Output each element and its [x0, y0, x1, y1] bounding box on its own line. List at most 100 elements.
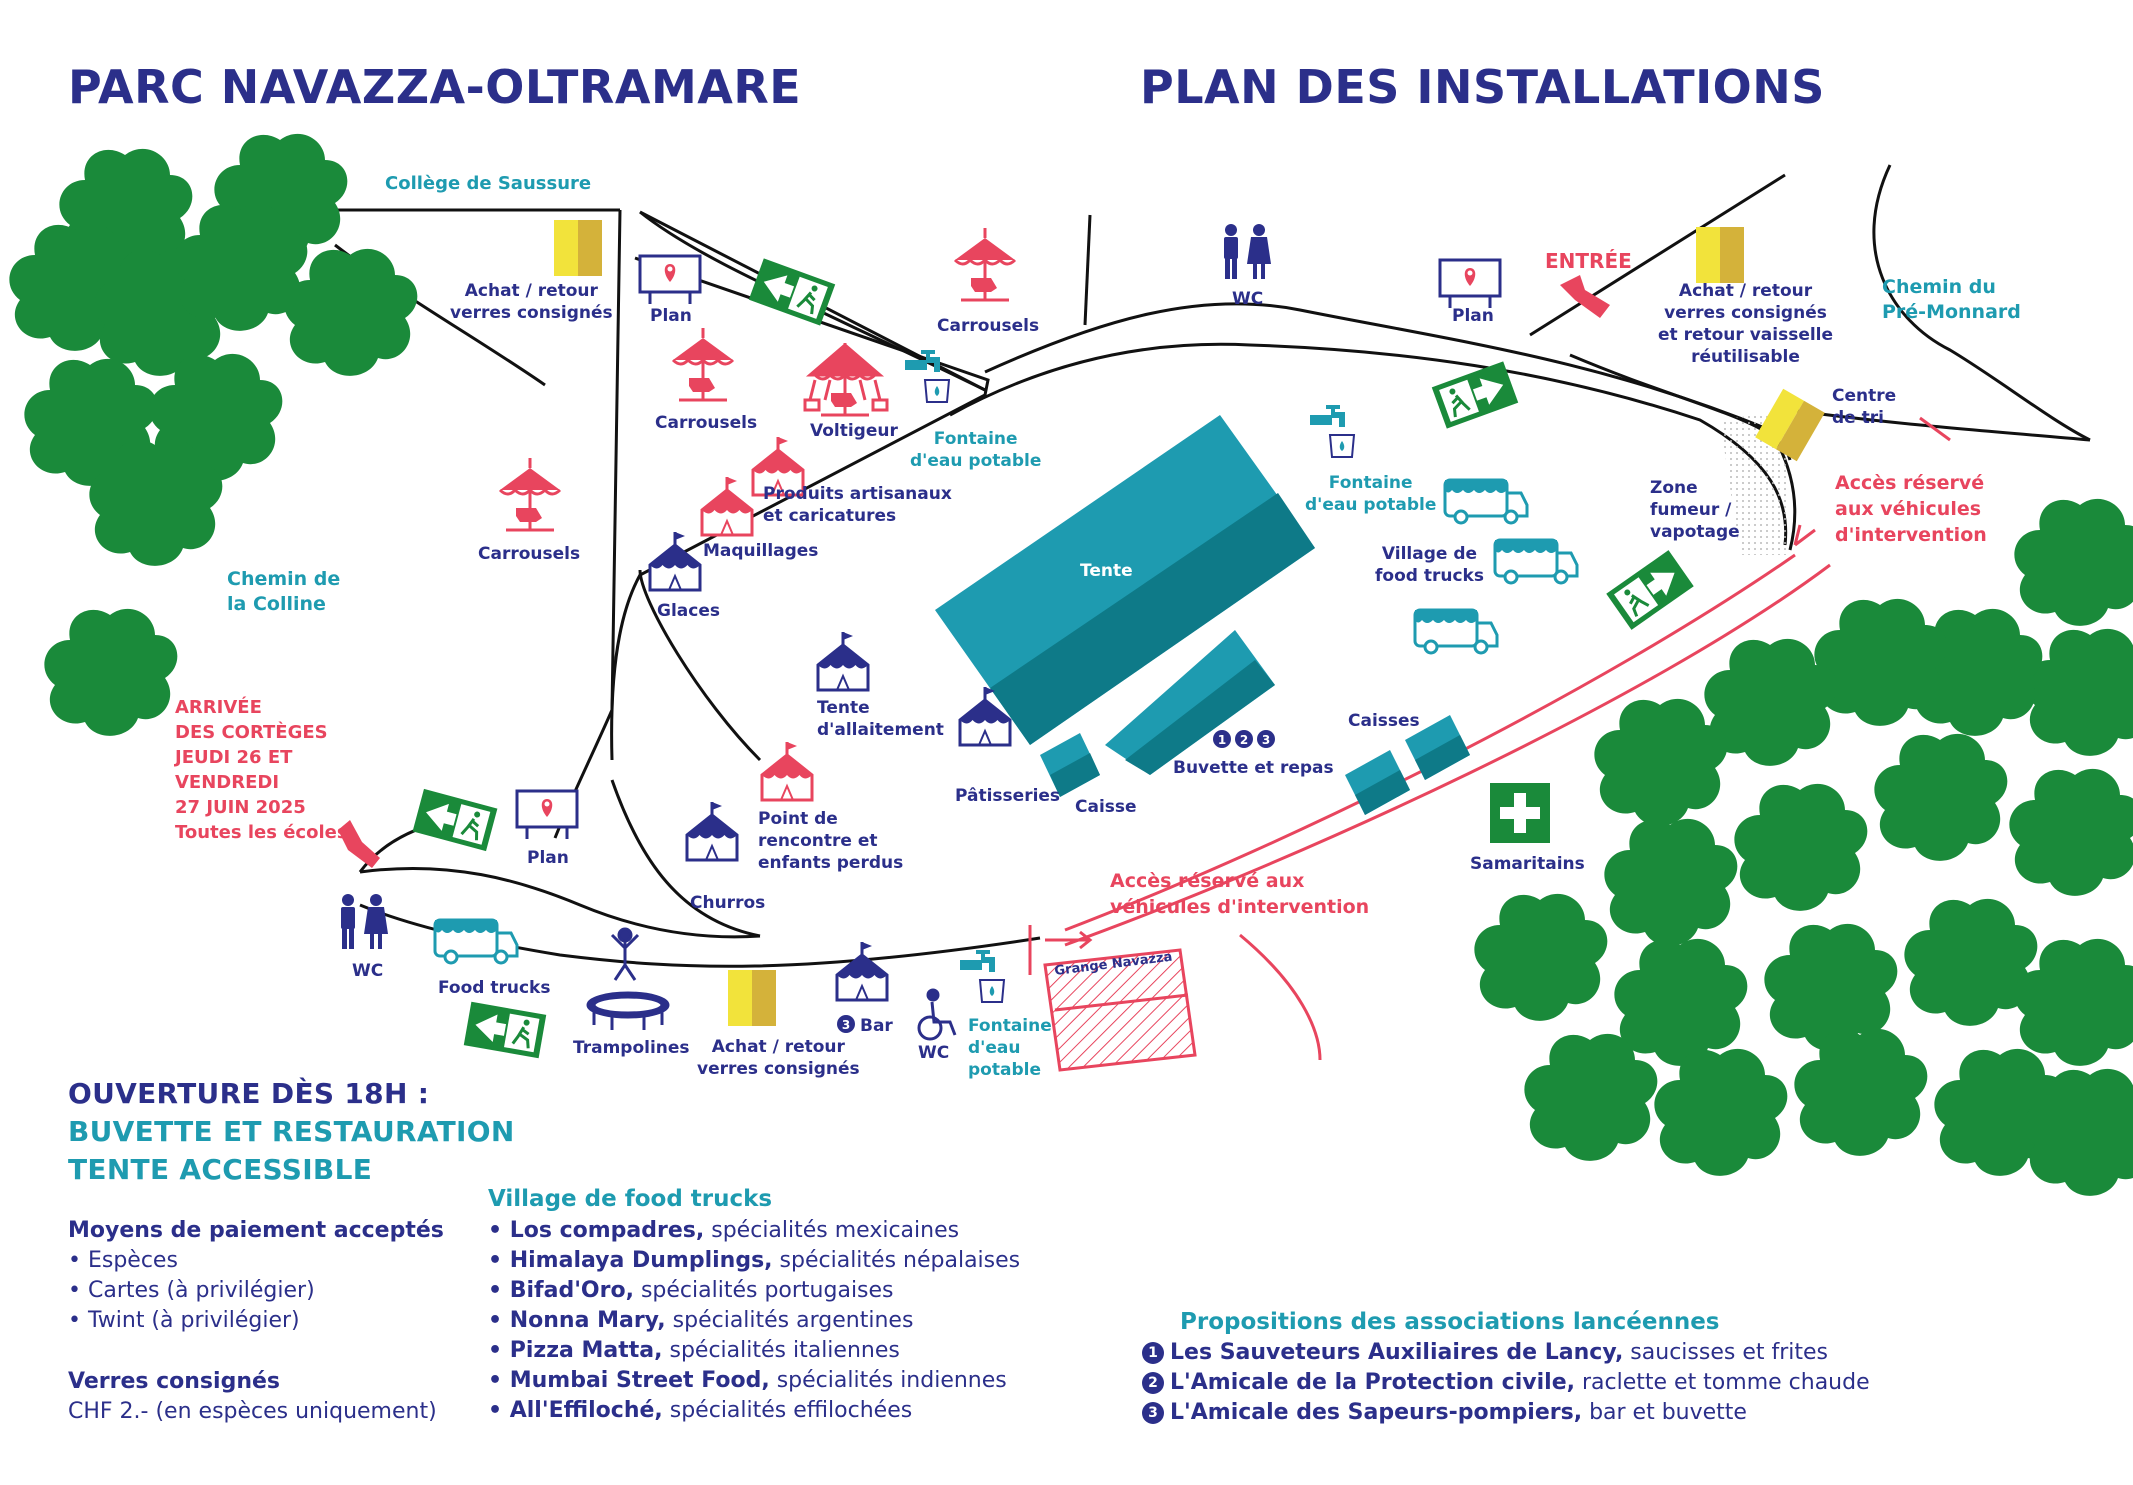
food-truck-icon: [433, 918, 519, 965]
grange-navazza-building: [1043, 948, 1197, 1072]
carousel-icon: [671, 326, 735, 402]
glass-deposit-title: Verres consignés: [68, 1369, 280, 1394]
badge-number: 3: [842, 1018, 850, 1032]
toilet-icon: [341, 894, 388, 949]
voltigeur-icon: [803, 343, 889, 412]
cashiers-label: Caisses: [1348, 711, 1420, 731]
list-item: • Nonna Mary, spécialités argentines: [488, 1308, 914, 1333]
wc-label: WC: [1232, 289, 1264, 309]
wheelchair-icon: [917, 988, 957, 1041]
red-arrows: [1045, 524, 1816, 950]
badge-number: 1: [1218, 733, 1226, 747]
carousels-label: Carrousels: [937, 316, 1040, 336]
entrance-label: ENTRÉE: [1545, 249, 1632, 273]
opening-heading: OUVERTURE DÈS 18H :: [68, 1077, 430, 1110]
face-painting-label: Maquillages: [703, 541, 819, 561]
buvette-label: Buvette et repas: [1173, 758, 1334, 778]
food-trucks-label: Food trucks: [438, 978, 551, 998]
exit-sign-icon: [462, 1000, 548, 1060]
carousel-icon: [953, 226, 1017, 302]
associations-title: Propositions des associations lancéennes: [1180, 1309, 1720, 1335]
exit-sign-icon: [411, 787, 499, 853]
tent-icon: [816, 630, 870, 692]
list-item: • Mumbai Street Food, spécialités indien…: [488, 1368, 1007, 1393]
recycling-box-icon: [1696, 227, 1744, 283]
college-label: Collège de Saussure: [385, 173, 592, 194]
glass-deposit-text: CHF 2.- (en espèces uniquement): [68, 1399, 437, 1424]
payment-list: • Espèces • Cartes (à privilégier) • Twi…: [68, 1246, 315, 1336]
trampoline-icon: [586, 927, 670, 1030]
voltigeur-label: Voltigeur: [810, 421, 898, 441]
map-board-icon: [1438, 258, 1502, 310]
map-title: PLAN DES INSTALLATIONS: [1140, 60, 1825, 114]
carousels-label: Carrousels: [478, 544, 581, 564]
food-village-title: Village de food trucks: [488, 1186, 773, 1212]
churros-label: Churros: [690, 893, 766, 913]
recycling-box-icon: [554, 220, 602, 276]
list-item: • All'Effiloché, spécialités effilochées: [488, 1398, 913, 1423]
first-aid-icon: [1490, 783, 1550, 843]
ice-cream-label: Glaces: [657, 601, 720, 621]
tent-icon: [700, 475, 754, 537]
water-fountain-icon: [960, 952, 1004, 1002]
list-item: • Bifad'Oro, spécialités portugaises: [488, 1278, 894, 1303]
food-truck-icon: [1413, 608, 1499, 655]
badge-number: 3: [1262, 733, 1270, 747]
first-aid-label: Samaritains: [1470, 854, 1585, 874]
plan-label: Plan: [1452, 306, 1494, 326]
cashier-label: Caisse: [1075, 797, 1137, 817]
opening-subheading: BUVETTE ET RESTAURATION: [68, 1115, 515, 1148]
list-item: • Twint (à privilégier): [68, 1308, 300, 1333]
water-fountain-icon: [905, 352, 949, 402]
carousels-label: Carrousels: [655, 413, 758, 433]
list-item: • Himalaya Dumplings, spécialités népala…: [488, 1248, 1021, 1273]
toilet-icon: [1224, 224, 1271, 279]
opening-subheading: TENTE ACCESSIBLE: [68, 1153, 373, 1186]
map-board-icon: [638, 254, 702, 306]
list-item: • Pizza Matta, spécialités italiennes: [488, 1338, 900, 1363]
bar-label: Bar: [860, 1016, 893, 1036]
map-board-icon: [515, 789, 579, 841]
buvette-number-badges: 1 2 3 3: [837, 730, 1275, 1033]
wc-label: WC: [918, 1043, 950, 1063]
park-title: PARC NAVAZZA-OLTRAMARE: [68, 60, 802, 114]
wc-label: WC: [352, 961, 384, 981]
list-item: • Espèces: [68, 1248, 178, 1273]
exit-sign-icon: [747, 256, 837, 328]
main-tent: [935, 415, 1470, 815]
food-truck-icon: [1493, 538, 1579, 585]
food-truck-icon: [1443, 478, 1529, 525]
list-item: • Los compadres, spécialités mexicaines: [488, 1218, 960, 1243]
trampolines-label: Trampolines: [573, 1038, 690, 1058]
tent-icon: [760, 740, 814, 802]
tent-icon: [685, 800, 739, 862]
tent-label: Tente: [1080, 561, 1133, 581]
tent-icon: [648, 530, 702, 592]
food-truck-list: • Los compadres, spécialités mexicaines …: [488, 1216, 1020, 1426]
entry-arrows: [338, 275, 1610, 868]
pastries-label: Pâtisseries: [955, 786, 1061, 806]
plan-label: Plan: [650, 306, 692, 326]
badge-number: 2: [1240, 733, 1248, 747]
payment-title: Moyens de paiement acceptés: [68, 1218, 444, 1243]
exit-sign-icon: [1604, 548, 1696, 632]
